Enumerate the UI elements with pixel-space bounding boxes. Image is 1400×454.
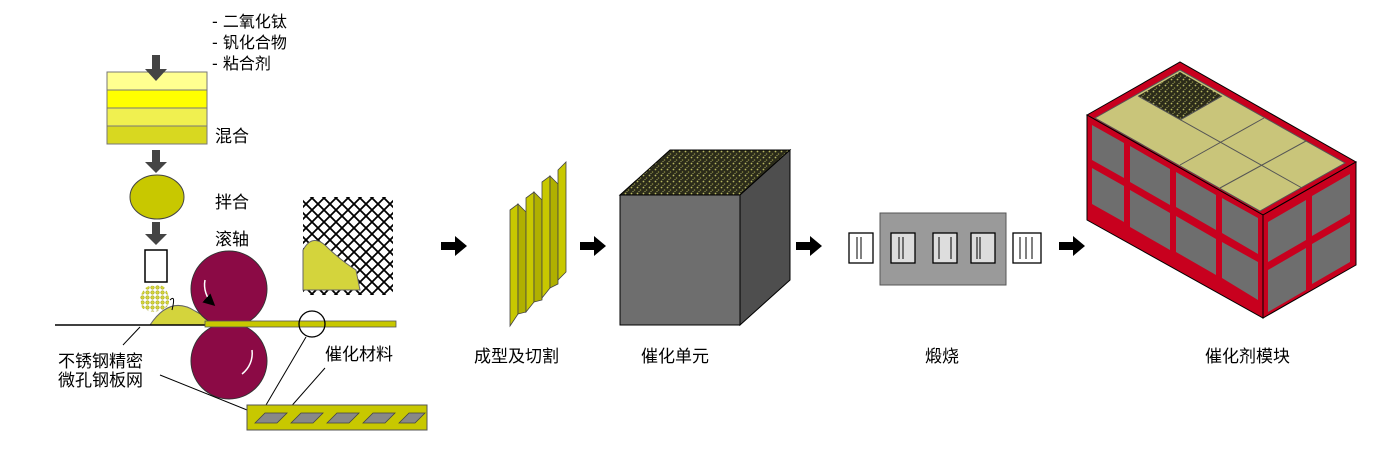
down-arrow-icon (145, 222, 167, 245)
unit-block (1012, 232, 1042, 264)
catalyst-granules (140, 285, 170, 312)
stage-label-unit: 催化单元 (641, 347, 709, 367)
ingredient-list: - 二氧化钛 - 钒化合物 - 粘合剂 (212, 12, 287, 73)
lower-roller (190, 322, 268, 400)
label-catalyst-material: 催化材料 (325, 345, 393, 365)
stage-label-forming: 成型及切割 (474, 347, 559, 367)
right-arrow-icon (580, 236, 606, 256)
catalyst-module (1085, 61, 1358, 319)
unit-block (932, 232, 958, 264)
ingredient-vanadium-compound: - 钒化合物 (212, 33, 287, 52)
stage-label-calcination: 煅烧 (925, 347, 959, 367)
mixing-block (106, 71, 208, 145)
mesh-sample (302, 197, 393, 295)
zoom-circle (298, 310, 326, 338)
down-arrow-icon (145, 55, 167, 81)
formed-plates (509, 161, 567, 328)
unit-block (848, 232, 874, 264)
unit-block (970, 232, 996, 264)
ingredient-titanium-dioxide: - 二氧化钛 (212, 12, 287, 31)
right-arrow-icon (796, 236, 822, 256)
label-roller: 滚轴 (215, 230, 249, 250)
upper-roller (190, 250, 268, 328)
stage-label-module: 催化剂模块 (1205, 347, 1290, 367)
feed-hopper (144, 249, 168, 283)
right-arrow-icon (1059, 236, 1085, 256)
catalyst-plate-section (246, 404, 428, 431)
label-stainless-mesh: 不锈钢精密 (58, 352, 143, 372)
label-kneading: 拌合 (215, 193, 249, 213)
right-arrow-icon (441, 236, 467, 256)
kneaded-ball (129, 174, 185, 220)
ingredient-binder: - 粘合剂 (212, 54, 271, 73)
down-arrow-icon (145, 150, 167, 173)
label-stainless-mesh-2: 微孔钢板网 (58, 371, 143, 391)
catalyst-unit-cube (618, 148, 792, 327)
label-mixing: 混合 (215, 127, 249, 147)
coated-plate (204, 320, 397, 328)
unit-block (890, 232, 916, 264)
